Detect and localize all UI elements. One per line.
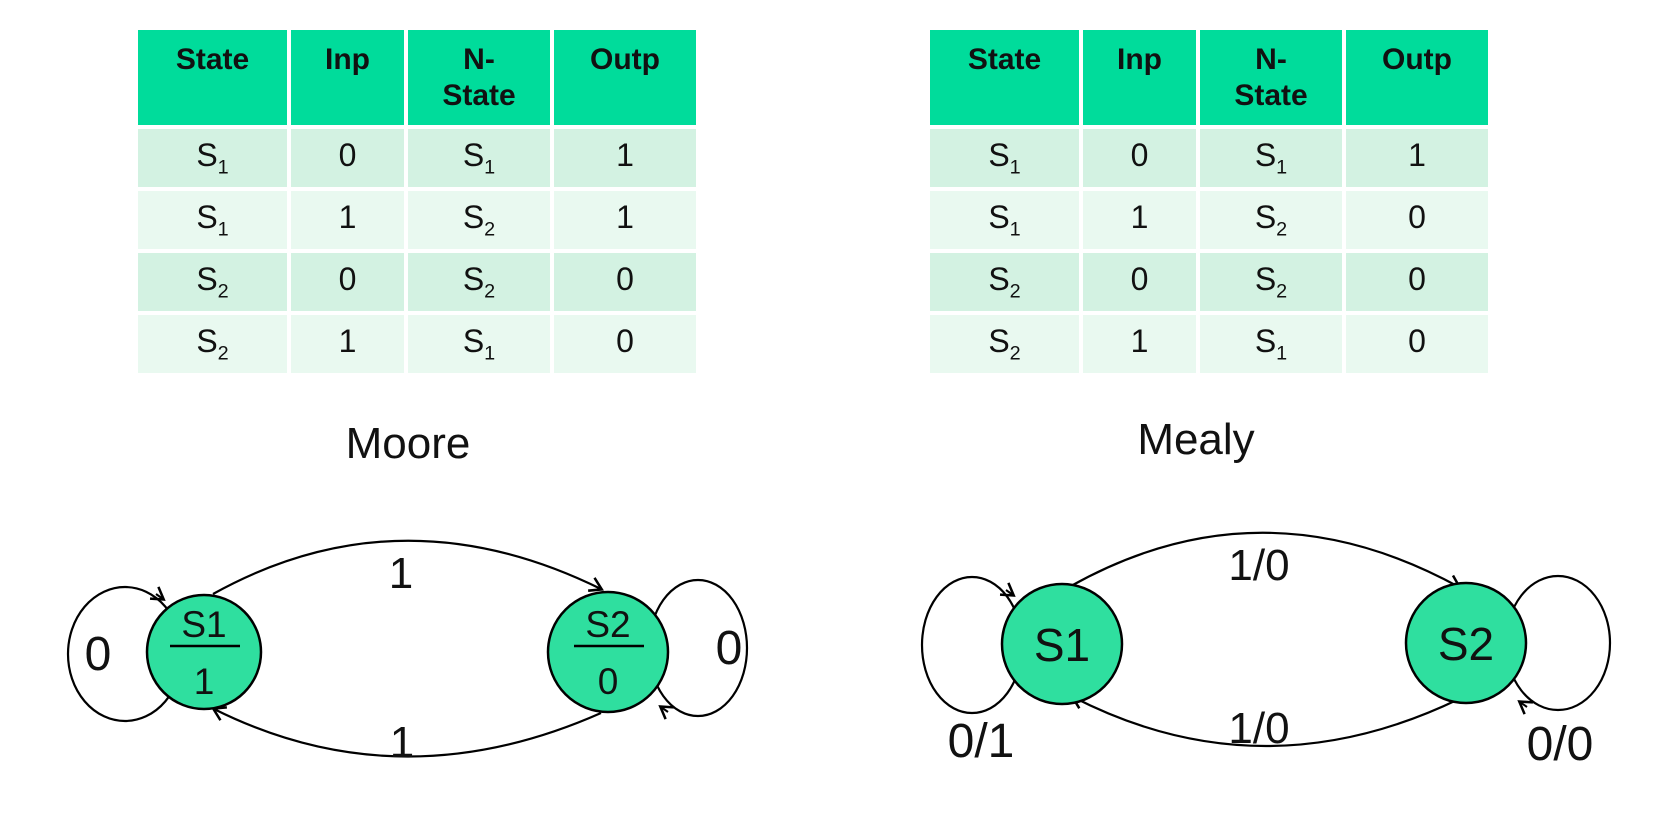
table-header-row: State Inp N- State Outp — [930, 30, 1488, 125]
table-cell: 0 — [1346, 191, 1488, 249]
s1-loop-arrowhead — [149, 586, 166, 601]
table-row: S2 0 S2 0 — [138, 253, 696, 311]
state-node-s2 — [1404, 581, 1528, 705]
table-cell: 1 — [554, 129, 696, 187]
table-cell: 1 — [1083, 315, 1196, 373]
table-cell: S2 — [138, 315, 287, 373]
mealy-state-diagram: S1 S2 0/1 0/0 1/0 1/0 — [920, 531, 1612, 771]
column-header-outp: Outp — [554, 30, 696, 125]
table-cell: 1 — [291, 315, 404, 373]
s2-self-loop-label: 0 — [716, 622, 743, 675]
table-cell: 0 — [1083, 129, 1196, 187]
column-header-state: State — [138, 30, 287, 125]
table-cell: 0 — [291, 253, 404, 311]
table-cell: S2 — [1200, 191, 1342, 249]
table-cell: S1 — [408, 129, 550, 187]
moore-state-diagram: S1 1 S2 0 0 0 1 1 — [66, 539, 749, 767]
moore-caption: Moore — [345, 419, 471, 468]
table-cell: S1 — [138, 191, 287, 249]
table-cell: S2 — [138, 253, 287, 311]
column-header-nstate: N- State — [1200, 30, 1342, 125]
column-header-inp: Inp — [291, 30, 404, 125]
s2-to-s1-label: 1/0 — [1228, 704, 1289, 753]
table-cell: S2 — [408, 191, 550, 249]
table-row: S2 1 S1 0 — [930, 315, 1488, 373]
table-cell: 1 — [291, 191, 404, 249]
table-cell: 0 — [1346, 253, 1488, 311]
table-cell: S1 — [1200, 129, 1342, 187]
state-node-s2 — [546, 590, 670, 714]
s2-self-loop-label: 0/0 — [1527, 718, 1594, 771]
table-cell: 0 — [1346, 315, 1488, 373]
table-cell: 1 — [1083, 191, 1196, 249]
table-row: S1 0 S1 1 — [138, 129, 696, 187]
table-cell: S1 — [930, 191, 1079, 249]
column-header-inp: Inp — [1083, 30, 1196, 125]
s1-loop-arrowhead — [999, 582, 1016, 597]
s2-to-s1-label: 1 — [390, 718, 414, 767]
s2-state-label: S2 — [1438, 618, 1494, 670]
table-cell: S2 — [1200, 253, 1342, 311]
table-cell: 0 — [1083, 253, 1196, 311]
s1-to-s2-label: 1 — [389, 549, 413, 598]
table-header-row: State Inp N- State Outp — [138, 30, 696, 125]
s1-to-s2-arc — [1070, 531, 1462, 590]
s2-to-s1-arc — [1070, 694, 1460, 748]
moore-state-table: State Inp N- State Outp S1 0 S1 1 S1 1 S… — [134, 26, 700, 377]
table-row: S2 0 S2 0 — [930, 253, 1488, 311]
s2-loop-arrowhead — [1517, 700, 1534, 715]
s1-to-s2-arc — [212, 539, 604, 595]
s1-to-s2-label: 1/0 — [1228, 541, 1289, 590]
s2-state-label: S2 — [585, 604, 630, 645]
s1-state-label: S1 — [1034, 619, 1090, 671]
table-cell: S1 — [138, 129, 287, 187]
table-cell: S1 — [408, 315, 550, 373]
s2-to-s1-arc — [211, 706, 602, 758]
table-row: S1 1 S2 1 — [138, 191, 696, 249]
state-node-s1 — [1000, 582, 1124, 706]
table-cell: 1 — [554, 191, 696, 249]
state-node-s1 — [145, 593, 263, 711]
table-cell: S1 — [930, 129, 1079, 187]
s1-self-loop-label: 0 — [85, 628, 112, 681]
table-cell: S2 — [408, 253, 550, 311]
table-cell: S1 — [1200, 315, 1342, 373]
table-cell: 0 — [554, 253, 696, 311]
table-row: S2 1 S1 0 — [138, 315, 696, 373]
s1-state-label: S1 — [181, 604, 226, 645]
s2-loop-arrowhead — [658, 705, 675, 720]
table-cell: 0 — [291, 129, 404, 187]
table-row: S1 0 S1 1 — [930, 129, 1488, 187]
column-header-outp: Outp — [1346, 30, 1488, 125]
table-cell: 1 — [1346, 129, 1488, 187]
table-cell: S2 — [930, 315, 1079, 373]
mealy-state-table: State Inp N- State Outp S1 0 S1 1 S1 1 S… — [926, 26, 1492, 377]
s2-output-label: 0 — [598, 661, 619, 702]
table-cell: S2 — [930, 253, 1079, 311]
column-header-nstate: N- State — [408, 30, 550, 125]
s1-output-label: 1 — [194, 661, 215, 702]
column-header-state: State — [930, 30, 1079, 125]
table-row: S1 1 S2 0 — [930, 191, 1488, 249]
s1-self-loop-label: 0/1 — [948, 715, 1015, 768]
mealy-caption: Mealy — [1137, 415, 1255, 464]
table-cell: 0 — [554, 315, 696, 373]
